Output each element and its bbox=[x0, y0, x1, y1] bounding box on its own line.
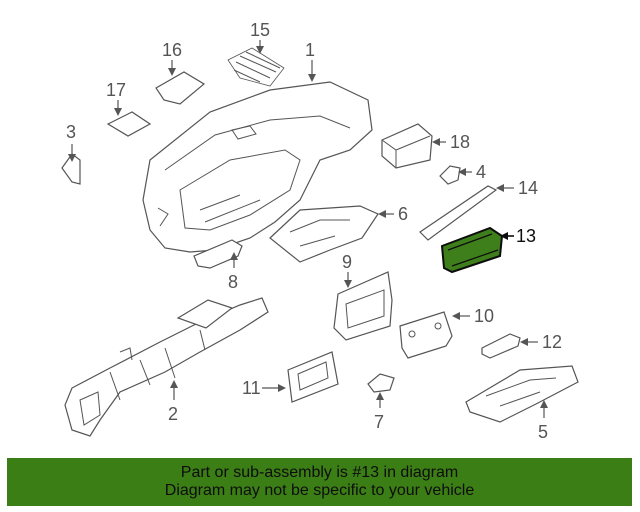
callout-12: 12 bbox=[542, 332, 562, 352]
callout-17: 17 bbox=[106, 80, 126, 100]
parts-diagram: 1 2 3 4 5 6 7 8 9 10 11 12 13 14 15 16 1… bbox=[61, 20, 579, 442]
part-9-center-bezel bbox=[333, 271, 393, 341]
part-1-instrument-panel bbox=[142, 81, 373, 253]
part-18-module bbox=[381, 123, 433, 169]
part-6-knee-bolster bbox=[269, 205, 379, 263]
callout-3: 3 bbox=[66, 122, 76, 142]
callout-16: 16 bbox=[162, 40, 182, 60]
callout-15: 15 bbox=[250, 20, 270, 40]
callout-8: 8 bbox=[228, 272, 238, 292]
banner-line-2: Diagram may not be specific to your vehi… bbox=[164, 482, 475, 499]
part-5-lower-cover bbox=[465, 365, 579, 423]
part-10-control-panel bbox=[399, 311, 453, 359]
callout-1: 1 bbox=[305, 40, 315, 60]
part-11-radio-bezel bbox=[287, 351, 339, 403]
callout-13: 13 bbox=[516, 226, 536, 246]
info-banner: Part or sub-assembly is #13 in diagram D… bbox=[7, 458, 632, 506]
part-13-trim-panel-highlighted bbox=[440, 226, 504, 274]
banner-line-1: Part or sub-assembly is #13 in diagram bbox=[180, 464, 459, 481]
leader-lines bbox=[68, 40, 548, 418]
callout-4: 4 bbox=[476, 162, 486, 182]
part-8-duct bbox=[193, 239, 243, 269]
part-15-speaker-grille bbox=[227, 47, 285, 87]
part-16-vent bbox=[155, 71, 206, 105]
callout-11: 11 bbox=[242, 378, 261, 398]
part-12-tray bbox=[481, 333, 521, 359]
callout-5: 5 bbox=[538, 422, 548, 442]
part-4-clip bbox=[439, 165, 461, 185]
callout-6: 6 bbox=[398, 204, 408, 224]
part-17-ring-trim bbox=[106, 111, 152, 137]
part-7-vent bbox=[367, 373, 395, 393]
callout-labels: 1 2 3 4 5 6 7 8 9 10 11 12 13 14 15 16 1… bbox=[66, 20, 562, 442]
callout-14: 14 bbox=[518, 178, 538, 198]
part-2-cross-car-beam bbox=[64, 297, 269, 437]
callout-10: 10 bbox=[474, 306, 494, 326]
callout-18: 18 bbox=[450, 132, 470, 152]
part-14-trim-strip bbox=[419, 185, 498, 241]
callout-2: 2 bbox=[168, 404, 178, 424]
callout-7: 7 bbox=[374, 412, 384, 432]
callout-9: 9 bbox=[342, 252, 352, 272]
